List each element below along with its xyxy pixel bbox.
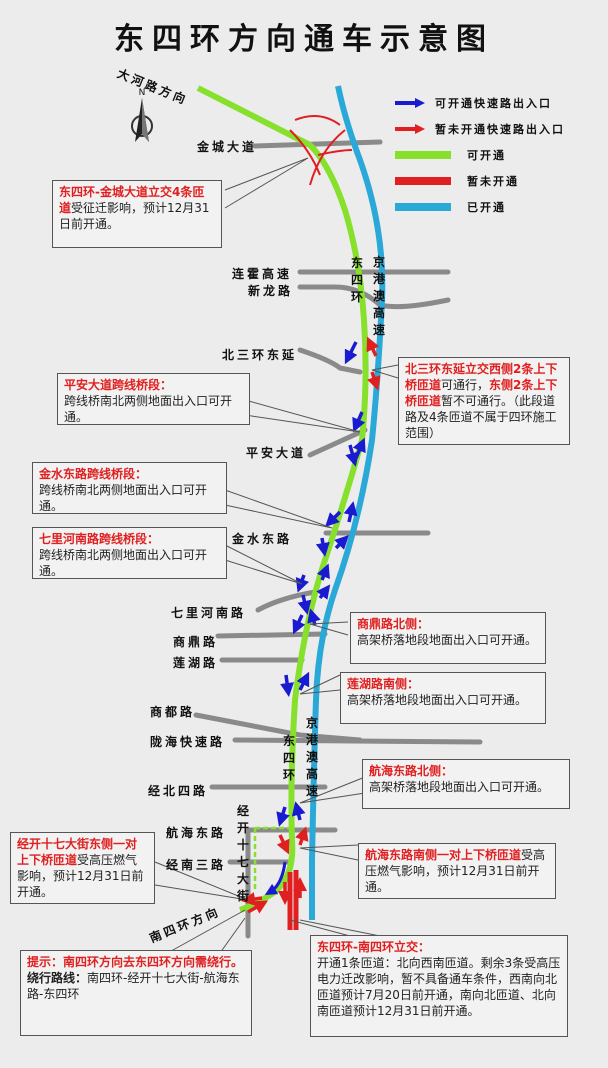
jingkai17-ramp-arrow: [264, 861, 287, 896]
callout-jinshui: 金水东路跨线桥段：跨线桥南北两侧地面出入口可开通。: [32, 462, 227, 514]
road-label-xinlong: 新龙路: [248, 284, 294, 298]
road-label-jingnansan: 经南三路: [166, 858, 227, 872]
road-label-dongsihuan-lower: 东四环: [282, 734, 295, 782]
road-label-hanghai: 航海东路: [166, 826, 227, 840]
road-label-pingan: 平安大道: [246, 446, 307, 460]
road-label-jinggangao-upper: 京港澳高速: [372, 255, 385, 337]
blue-line-swatch: [395, 203, 451, 211]
callout-lianhu: 莲湖路南侧：高架桥落地段地面出入口可开通。: [340, 672, 546, 724]
callout-pingan: 平安大道跨线桥段：跨线桥南北两侧地面出入口可开通。: [57, 373, 250, 425]
jincheng-ramps: [289, 115, 353, 186]
legend-item-open-ramp: 可开通快速路出入口: [395, 90, 565, 116]
jinggangao-highway: [309, 85, 386, 920]
north-arrow-icon: N: [131, 88, 153, 142]
road-label-lianhu: 莲湖路: [173, 656, 219, 670]
red-arrow-icon: [395, 124, 427, 134]
jingkai17-detour: [253, 826, 290, 890]
callout-jingkai17: 经开十七大街东侧一对上下桥匝道受高压燃气影响，预计12月31日前开通。: [10, 832, 155, 904]
callout-shangding: 商鼎路北侧：高架桥落地段地面出入口可开通。: [350, 612, 546, 664]
legend-item-can-open: 可开通: [395, 142, 565, 168]
road-label-beisanhuan: 北三环东延: [222, 348, 298, 362]
callout-jincheng: 东四环-金城大道立交4条匝道受征迁影响，预计12月31日前开通。: [52, 180, 222, 248]
road-label-qilihe: 七里河南路: [171, 606, 247, 620]
road-label-shangding: 商鼎路: [173, 635, 219, 649]
red-line-swatch: [395, 177, 451, 185]
callout-hanghai-north: 航海东路北侧：高架桥落地段地面出入口可开通。: [362, 759, 570, 809]
legend-item-opened: 已开通: [395, 194, 565, 220]
closed-ramp-arrows: [241, 336, 381, 914]
road-label-longhai: 陇海快速路: [150, 735, 226, 749]
callout-detour-tip: 提示：南四环方向去东四环方向需绕行。 绕行路线：南四环-经开十七大街-航海东路-…: [20, 950, 252, 1036]
legend-item-not-open: 暂未开通: [395, 168, 565, 194]
road-label-jingbeisi: 经北四路: [148, 784, 209, 798]
callout-qilihe: 七里河南路跨线桥段：跨线桥南北两侧地面出入口可开通。: [32, 527, 227, 579]
map-title: 东四环方向通车示意图: [114, 22, 494, 57]
road-label-jingkai17: 经开十七大街: [236, 804, 249, 903]
legend: 可开通快速路出入口 暂未开通快速路出入口 可开通 暂未开通 已开通: [395, 90, 565, 220]
open-ramp-arrows: [276, 341, 366, 827]
callout-beisanhuan: 北三环东延立交西侧2条上下桥匝道可通行，东侧2条上下桥匝道暂不可通行。（此段道路…: [398, 357, 570, 445]
blue-arrow-icon: [395, 98, 427, 108]
green-line-swatch: [395, 151, 451, 159]
road-label-jincheng: 金城大道: [197, 140, 258, 154]
road-label-jinshui: 金水东路: [232, 532, 293, 546]
legend-item-closed-ramp: 暂未开通快速路出入口: [395, 116, 565, 142]
road-label-shangdu: 商都路: [150, 705, 196, 719]
callout-nansihuan: 东四环-南四环立交：开通1条匝道：北向西南匝道。剩余3条受高压电力迁改影响，暂不…: [310, 935, 568, 1037]
road-label-dongsihuan-upper: 东四环: [350, 256, 363, 304]
callout-hanghai-south: 航海东路南侧一对上下桥匝道受高压燃气影响，预计12月31日前开通。: [358, 843, 556, 899]
road-label-jinggangao-lower: 京港澳高速: [305, 716, 318, 798]
svg-text:N: N: [139, 88, 146, 98]
road-label-lianhuo: 连霍高速: [232, 267, 293, 281]
